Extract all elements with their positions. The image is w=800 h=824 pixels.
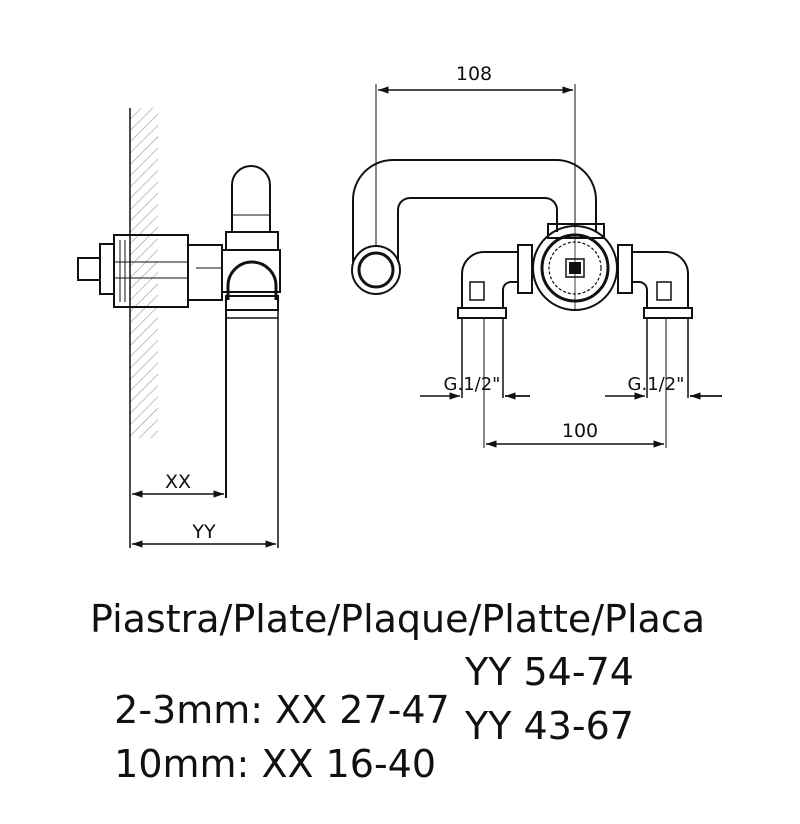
spout-arch-outer bbox=[352, 159, 597, 262]
right-inlet-elbow bbox=[632, 251, 689, 309]
spout-arch-inner bbox=[397, 197, 558, 262]
valve-nut bbox=[99, 243, 115, 295]
caption-row-thin-plate: 2-3mm: XX 27-47 YY 54-74 bbox=[90, 653, 634, 767]
valve-body-front bbox=[547, 223, 605, 239]
front-dimensions bbox=[375, 84, 722, 448]
technical-drawing: XX YY bbox=[77, 63, 722, 548]
caption-row1-xx: 2-3mm: XX 27-47 bbox=[114, 688, 450, 732]
front-view bbox=[351, 159, 693, 448]
side-view bbox=[77, 108, 281, 548]
side-dimensions bbox=[132, 490, 276, 548]
valve-stem bbox=[77, 257, 101, 281]
caption-row1-yy: YY 54-74 bbox=[465, 650, 634, 694]
spacing-100-label: 100 bbox=[562, 420, 598, 442]
left-thread-label: G.1/2" bbox=[444, 374, 501, 395]
valve-body-side bbox=[113, 234, 189, 308]
right-thread-label: G.1/2" bbox=[628, 374, 685, 395]
width-108-label: 108 bbox=[456, 63, 492, 85]
left-inlet-elbow bbox=[461, 251, 518, 309]
spout-elbow bbox=[231, 165, 271, 232]
caption-row2-yy: YY 43-67 bbox=[465, 704, 634, 748]
wall-hatch bbox=[130, 108, 158, 438]
caption-row2-xx: 10mm: XX 16-40 bbox=[114, 742, 437, 786]
yy-label: YY bbox=[191, 521, 216, 543]
xx-label: XX bbox=[165, 471, 191, 493]
caption-row-thick-plate: 10mm: XX 16-40 YY 43-67 bbox=[90, 707, 634, 821]
caption-title: Piastra/Plate/Plaque/Platte/Placa bbox=[90, 597, 705, 641]
